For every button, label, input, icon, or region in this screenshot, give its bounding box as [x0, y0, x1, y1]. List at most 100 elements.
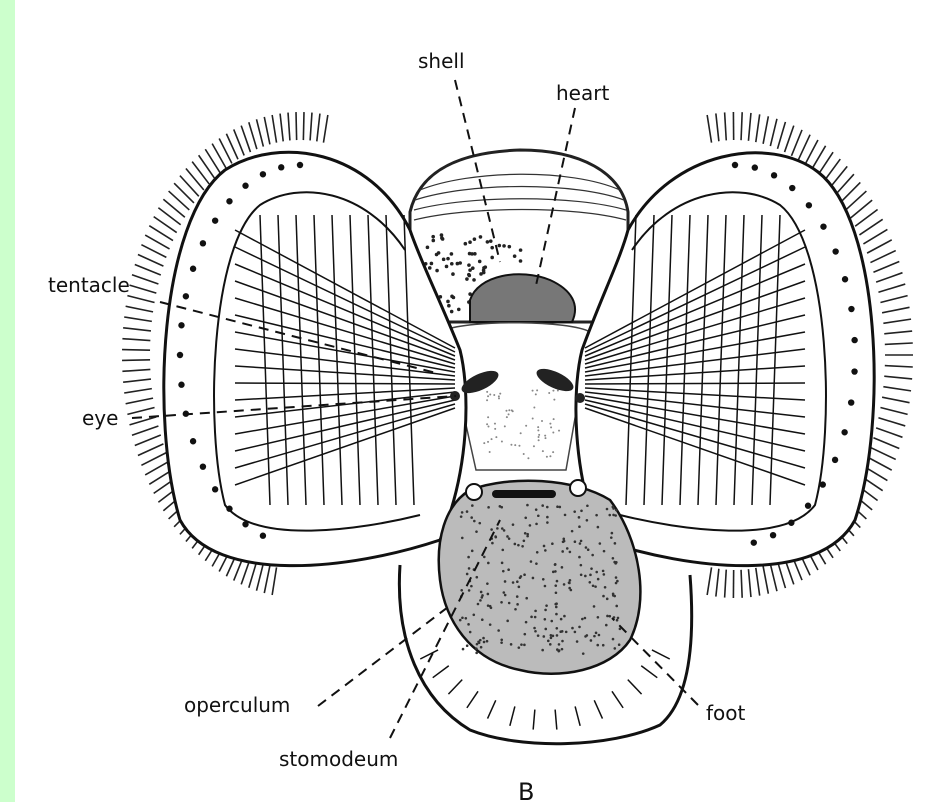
stipple-dot: [603, 573, 606, 576]
label-operculum: operculum: [184, 693, 290, 717]
stipple-dot: [535, 523, 538, 526]
stipple-dot: [615, 576, 618, 579]
stipple-dot: [510, 643, 513, 646]
cilium: [716, 569, 719, 597]
stipple-dot: [428, 266, 432, 270]
stipple-dot: [525, 621, 528, 624]
stipple-dot: [569, 579, 572, 582]
stipple-dot: [544, 628, 547, 631]
stipple-dot: [554, 570, 557, 573]
cilium: [763, 116, 768, 144]
stipple-dot: [530, 560, 533, 563]
cilium: [124, 317, 152, 321]
cilium: [310, 113, 312, 141]
stipple-dot: [523, 453, 525, 455]
stipple-dot: [537, 514, 540, 517]
stipple-dot: [512, 581, 515, 584]
cilium: [192, 162, 209, 184]
stipple-dot: [587, 548, 590, 551]
cilium: [135, 435, 161, 445]
stipple-dot: [467, 623, 470, 626]
stipple-dot: [576, 640, 579, 643]
stipple-dot: [479, 639, 482, 642]
stipple-dot: [431, 235, 435, 239]
stipple-dot: [573, 510, 576, 513]
cilium: [296, 112, 297, 140]
stipple-dot: [461, 511, 464, 514]
stipple-dot: [467, 263, 471, 267]
stipple-dot: [595, 514, 598, 517]
cilium: [264, 117, 270, 144]
stipple-dot: [466, 573, 469, 576]
stipple-dot: [597, 616, 600, 619]
stipple-dot: [550, 620, 553, 623]
stipple-dot: [593, 635, 596, 638]
label-stomodeum: stomodeum: [279, 747, 398, 771]
stipple-dot: [535, 508, 538, 511]
stipple-dot: [486, 640, 489, 643]
stipple-dot: [533, 445, 535, 447]
stipple-dot: [617, 617, 620, 620]
stipple-dot: [479, 235, 483, 239]
stipple-dot: [500, 641, 503, 644]
stipple-dot: [569, 551, 572, 554]
stipple-dot: [608, 615, 611, 618]
cilium: [777, 122, 785, 149]
stipple-dot: [544, 585, 547, 588]
cilium: [867, 240, 892, 253]
stipple-dot: [467, 273, 471, 277]
stipple-dot: [518, 445, 520, 447]
stipple-dot: [508, 537, 511, 540]
cilium: [122, 350, 150, 351]
stipple-dot: [470, 252, 474, 256]
label-foot: foot: [706, 701, 746, 725]
stipple-dot: [503, 529, 506, 532]
stipple-dot: [610, 536, 613, 539]
stipple-dot: [466, 644, 469, 647]
stipple-dot: [582, 652, 585, 655]
cilium: [859, 219, 882, 235]
stipple-dot: [555, 613, 558, 616]
stipple-dot: [442, 258, 446, 262]
stipple-dot: [508, 602, 511, 605]
rim-cell: [770, 532, 776, 538]
rim-cell: [832, 457, 838, 463]
stipple-dot: [527, 457, 529, 459]
stipple-dot: [586, 519, 589, 522]
stipple-dot: [554, 603, 557, 606]
cilium: [884, 376, 912, 379]
stipple-dot: [611, 506, 614, 509]
stipple-dot: [524, 516, 527, 519]
stipple-dot: [457, 308, 461, 312]
rim-cell: [820, 481, 826, 487]
stipple-dot: [554, 584, 557, 587]
stipple-dot: [514, 608, 517, 611]
stipple-dot: [588, 581, 591, 584]
cilium: [873, 262, 899, 273]
stipple-dot: [520, 432, 522, 434]
stipple-dot: [563, 615, 566, 618]
cilium: [876, 273, 902, 282]
cilium: [138, 255, 163, 267]
stipple-dot: [490, 246, 494, 250]
stipple-dot: [543, 545, 546, 548]
stipple-dot: [499, 393, 501, 395]
stipple-dot: [486, 240, 490, 244]
cilium: [878, 418, 905, 426]
stipple-dot: [552, 431, 554, 433]
stipple-dot: [482, 271, 486, 275]
cilium: [884, 331, 912, 334]
stipple-dot: [613, 647, 616, 650]
stipple-dot: [508, 413, 510, 415]
stipple-dot: [456, 262, 460, 266]
cilium: [127, 408, 154, 415]
stipple-dot: [464, 242, 468, 246]
stipple-dot: [537, 429, 539, 431]
stipple-dot: [599, 542, 602, 545]
stipple-dot: [519, 576, 522, 579]
stipple-dot: [534, 616, 537, 619]
stipple-dot: [505, 410, 507, 412]
stipple-dot: [511, 409, 513, 411]
stipple-dot: [502, 244, 506, 248]
